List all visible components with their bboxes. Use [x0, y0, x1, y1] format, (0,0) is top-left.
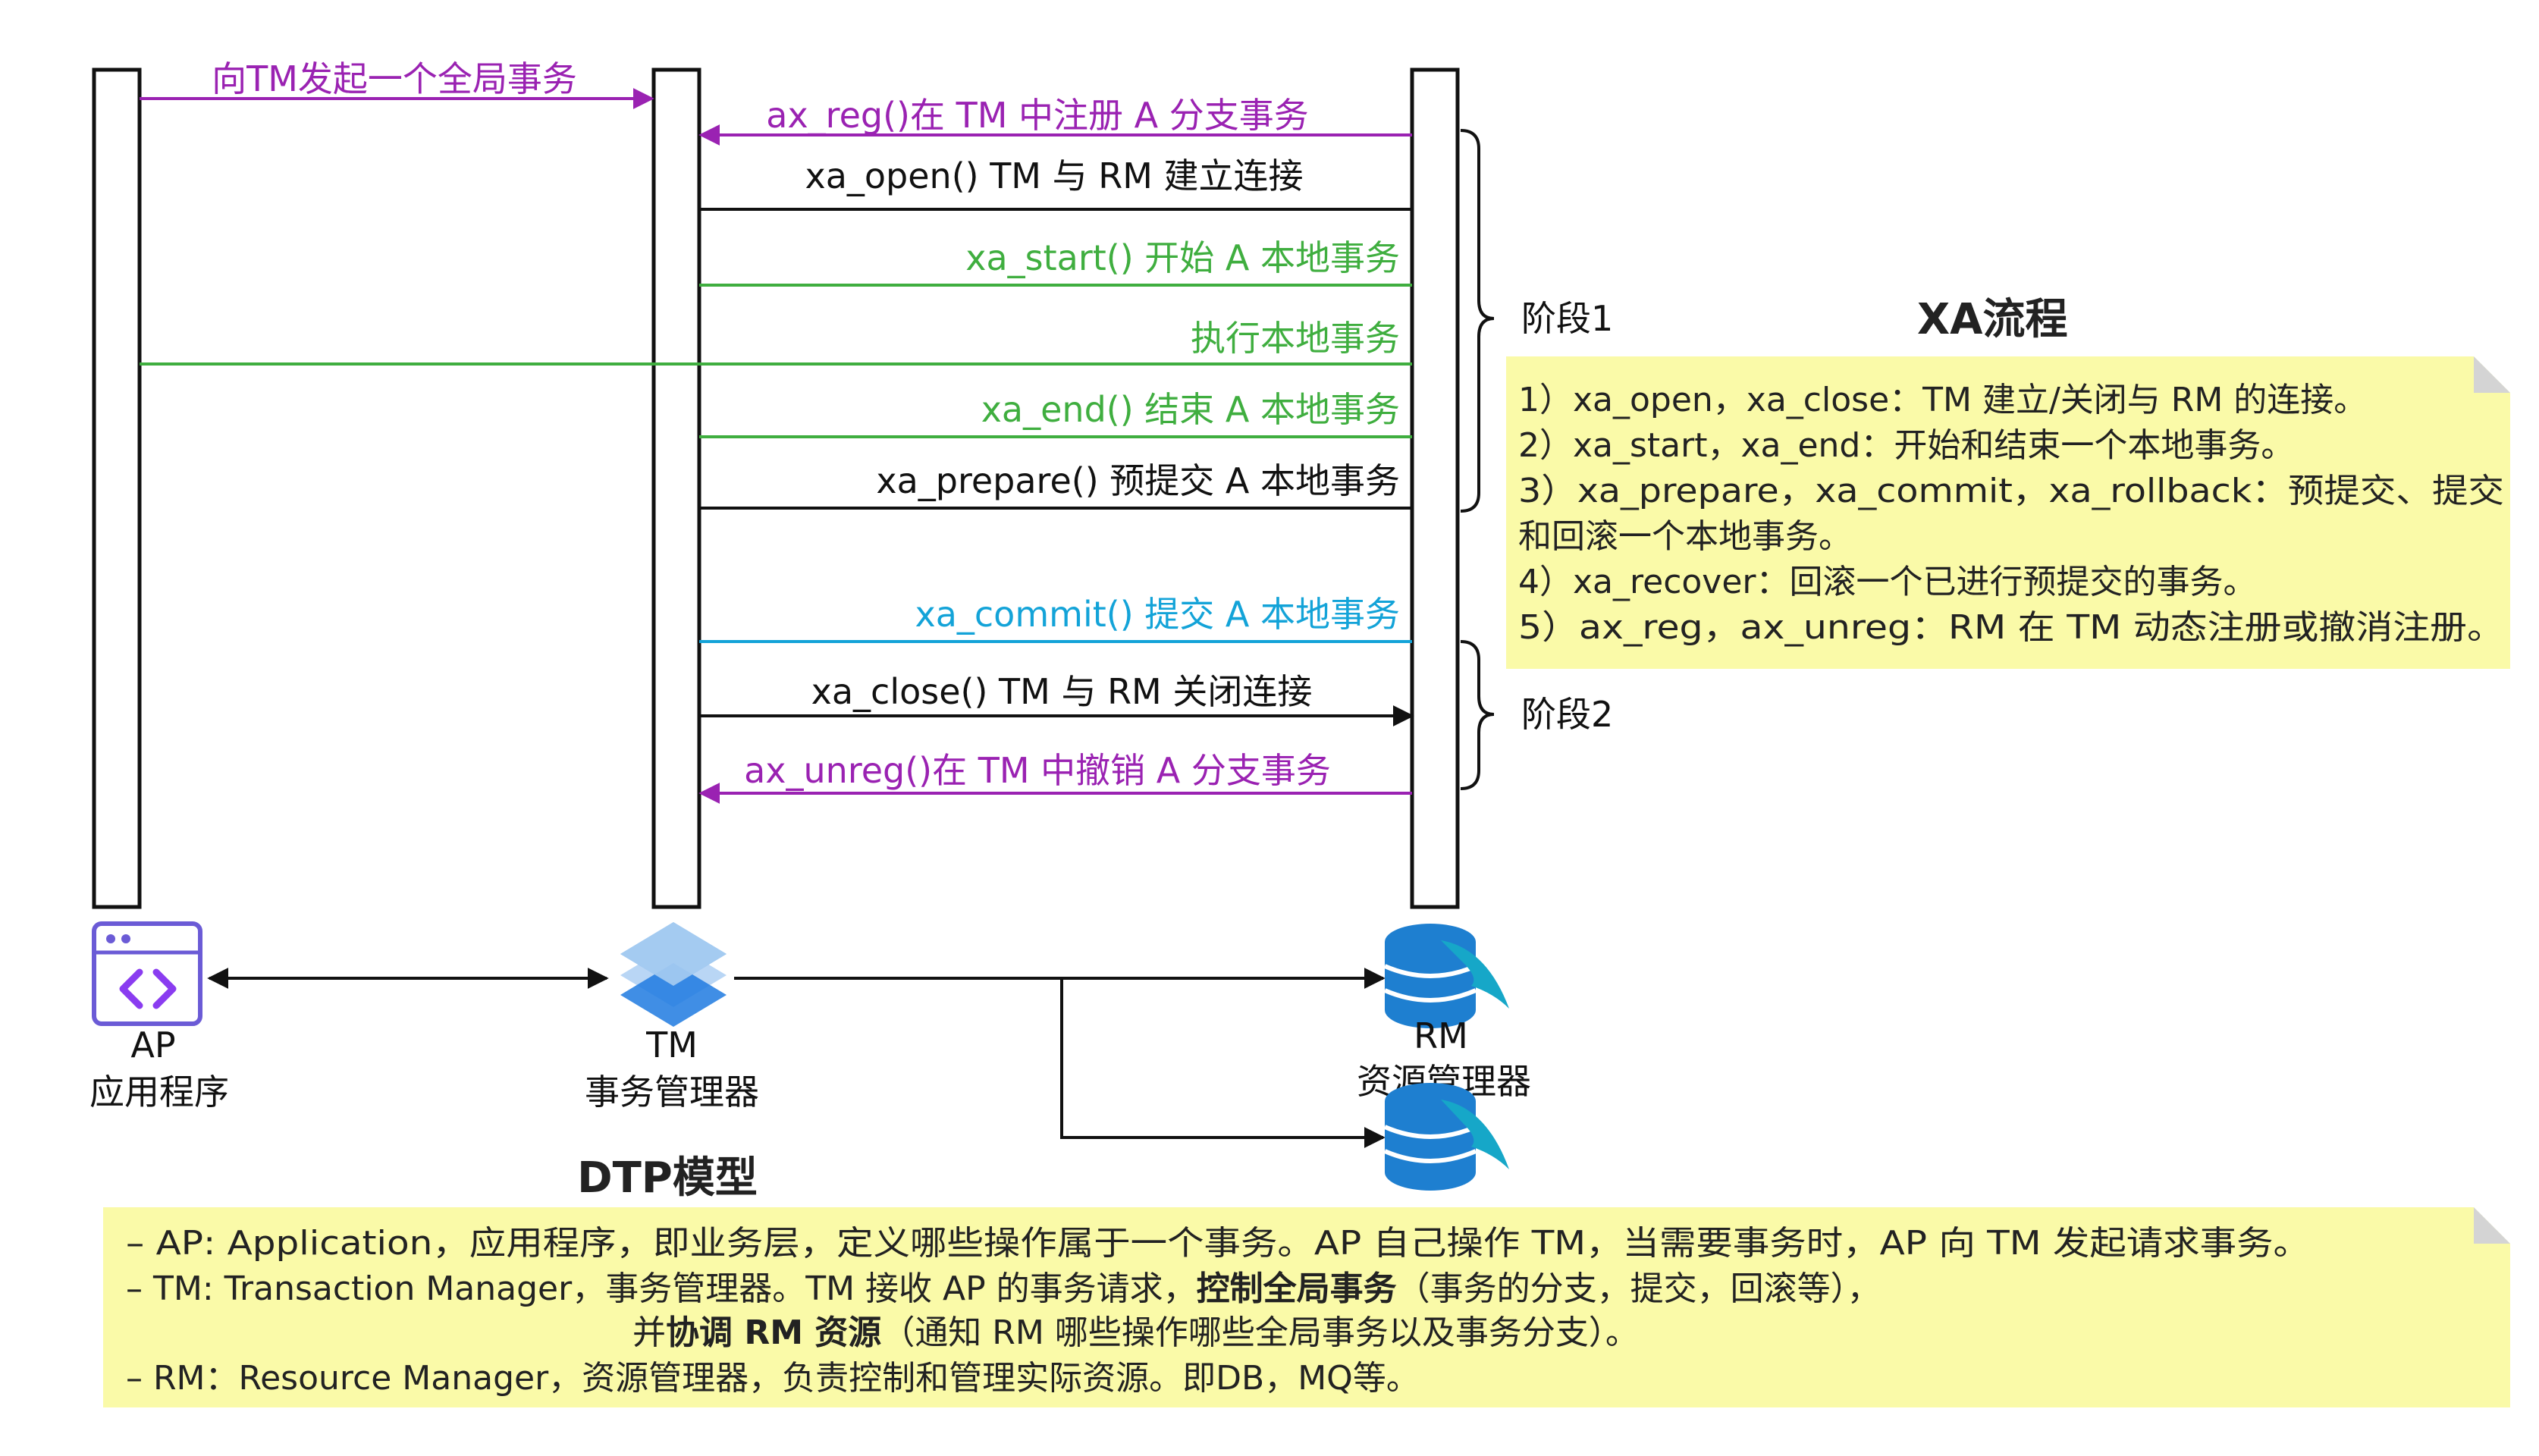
dtp-tm-line-suffix: （事务的分支，提交，回滚等），	[1397, 1269, 1881, 1308]
msg-ax-reg-label: ax_reg()在 TM 中注册 A 分支事务	[766, 95, 1308, 136]
dtp-ap-line: – AP: Application，应用程序，即业务层，定义哪些操作属于一个事务…	[126, 1224, 2310, 1263]
tm-name: TM	[645, 1025, 698, 1065]
msg-xa-open-label: xa_open() TM 与 RM 建立连接	[805, 155, 1303, 196]
xa-flow-note-fold	[2474, 356, 2510, 393]
rm-lifeline	[1410, 67, 1460, 909]
msg-exec-local-label: 执行本地事务	[1191, 318, 1400, 359]
msg-xa-close-label: xa_close() TM 与 RM 关闭连接	[811, 671, 1313, 712]
xa-flow-line-3: 3）xa_prepare，xa_commit，xa_rollback：预提交、提…	[1518, 472, 2504, 510]
dtp-tm-line2-suffix: （通知 RM 哪些操作哪些全局事务以及事务分支）。	[881, 1313, 1639, 1352]
dtp-rm-line: – RM：Resource Manager，资源管理器，负责控制和管理实际资源。…	[126, 1359, 1420, 1398]
tm-lifeline	[651, 67, 701, 909]
msg-xa-prepare-label: xa_prepare() 预提交 A 本地事务	[876, 460, 1400, 501]
phase1-label: 阶段1	[1521, 298, 1613, 339]
xa-flow-line-5: 4）xa_recover：回滚一个已进行预提交的事务。	[1518, 563, 2257, 601]
tm-desc: 事务管理器	[585, 1072, 759, 1112]
xa-flow-line-4: 和回滚一个本地事务。	[1518, 517, 1852, 556]
dtp-tm-line-prefix: – TM: Transaction Manager，事务管理器。TM 接收 AP…	[126, 1269, 1197, 1308]
xa-flow-note	[1506, 356, 2510, 669]
msg-xa-commit-label: xa_commit() 提交 A 本地事务	[915, 594, 1400, 635]
mysql-database-icon	[1383, 1083, 1509, 1191]
msg-xa-end-label: xa_end() 结束 A 本地事务	[981, 389, 1400, 430]
dtp-note	[103, 1207, 2510, 1407]
mysql-database-icon	[1383, 924, 1509, 1028]
dtp-tm-line: – TM: Transaction Manager，事务管理器。TM 接收 AP…	[126, 1269, 1881, 1308]
dtp-tm-line2-bold: 协调 RM 资源	[666, 1313, 881, 1352]
ap-lifeline	[92, 67, 142, 909]
layers-stack-icon	[620, 922, 727, 1027]
xa-flow-line-6: 5）ax_reg，ax_unreg：RM 在 TM 动态注册或撤消注册。	[1518, 608, 2504, 647]
dtp-tm-line-2: 并协调 RM 资源（通知 RM 哪些操作哪些全局事务以及事务分支）。	[632, 1313, 1639, 1352]
phase2-label: 阶段2	[1521, 694, 1613, 735]
dtp-title: DTP模型	[577, 1153, 758, 1203]
dtp-tm-line-bold: 控制全局事务	[1197, 1269, 1397, 1308]
ap-name: AP	[130, 1025, 175, 1065]
xa-flow-title: XA流程	[1917, 295, 2068, 344]
phase1-brace	[1460, 129, 1495, 513]
xa-flow-line-1: 1）xa_open，xa_close：TM 建立/关闭与 RM 的连接。	[1518, 381, 2367, 419]
rm-name: RM	[1414, 1015, 1468, 1056]
msg-begin-global-tx-label: 向TM发起一个全局事务	[212, 58, 577, 99]
tm-rm-link-2	[1060, 978, 1386, 1148]
msg-xa-start-label: xa_start() 开始 A 本地事务	[965, 237, 1400, 278]
dtp-tm-line2-prefix: 并	[632, 1313, 666, 1352]
dtp-note-fold	[2474, 1207, 2510, 1244]
code-window-icon	[92, 921, 202, 1026]
xa-flow-line-2: 2）xa_start，xa_end：开始和结束一个本地事务。	[1518, 426, 2294, 465]
phase2-brace	[1460, 640, 1495, 790]
msg-ax-unreg-label: ax_unreg()在 TM 中撤销 A 分支事务	[744, 750, 1331, 791]
ap-desc: 应用程序	[89, 1072, 229, 1112]
